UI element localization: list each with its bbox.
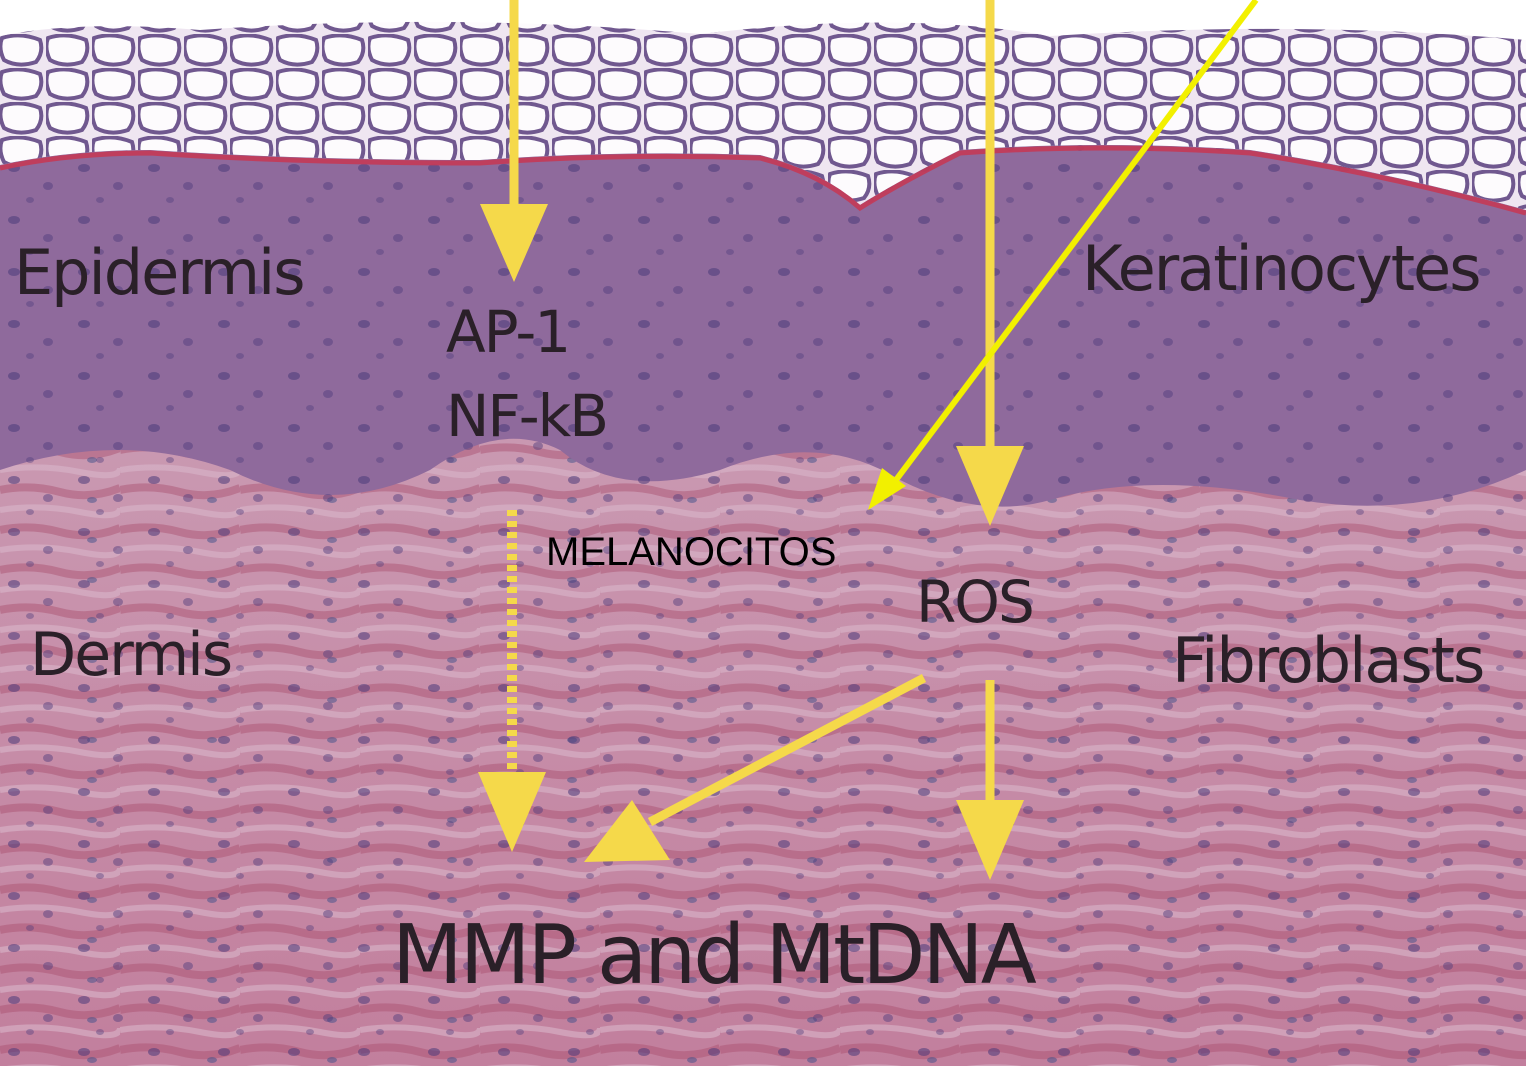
label-ros: ROS: [916, 568, 1033, 636]
label-mmp-mtdna: MMP and MtDNA: [392, 908, 1034, 1003]
uv-arrow-right-head: [956, 446, 1024, 526]
label-keratinocytes: Keratinocytes: [1082, 232, 1480, 305]
label-fibroblasts: Fibroblasts: [1172, 624, 1483, 697]
label-ap1: AP-1: [446, 298, 569, 366]
uv-arrow-left-head: [480, 204, 548, 282]
dotted-arrow-head: [478, 772, 546, 852]
ros-to-mtdna-arrow-head: [956, 800, 1024, 880]
ros-to-mmp-arrow: [650, 678, 924, 822]
label-dermis: Dermis: [30, 620, 231, 690]
ros-to-mmp-arrow-head: [584, 800, 670, 862]
label-epidermis: Epidermis: [14, 236, 304, 309]
label-melanocitos: MELANOCITOS: [546, 530, 836, 575]
label-nfkb: NF-kB: [446, 382, 607, 450]
